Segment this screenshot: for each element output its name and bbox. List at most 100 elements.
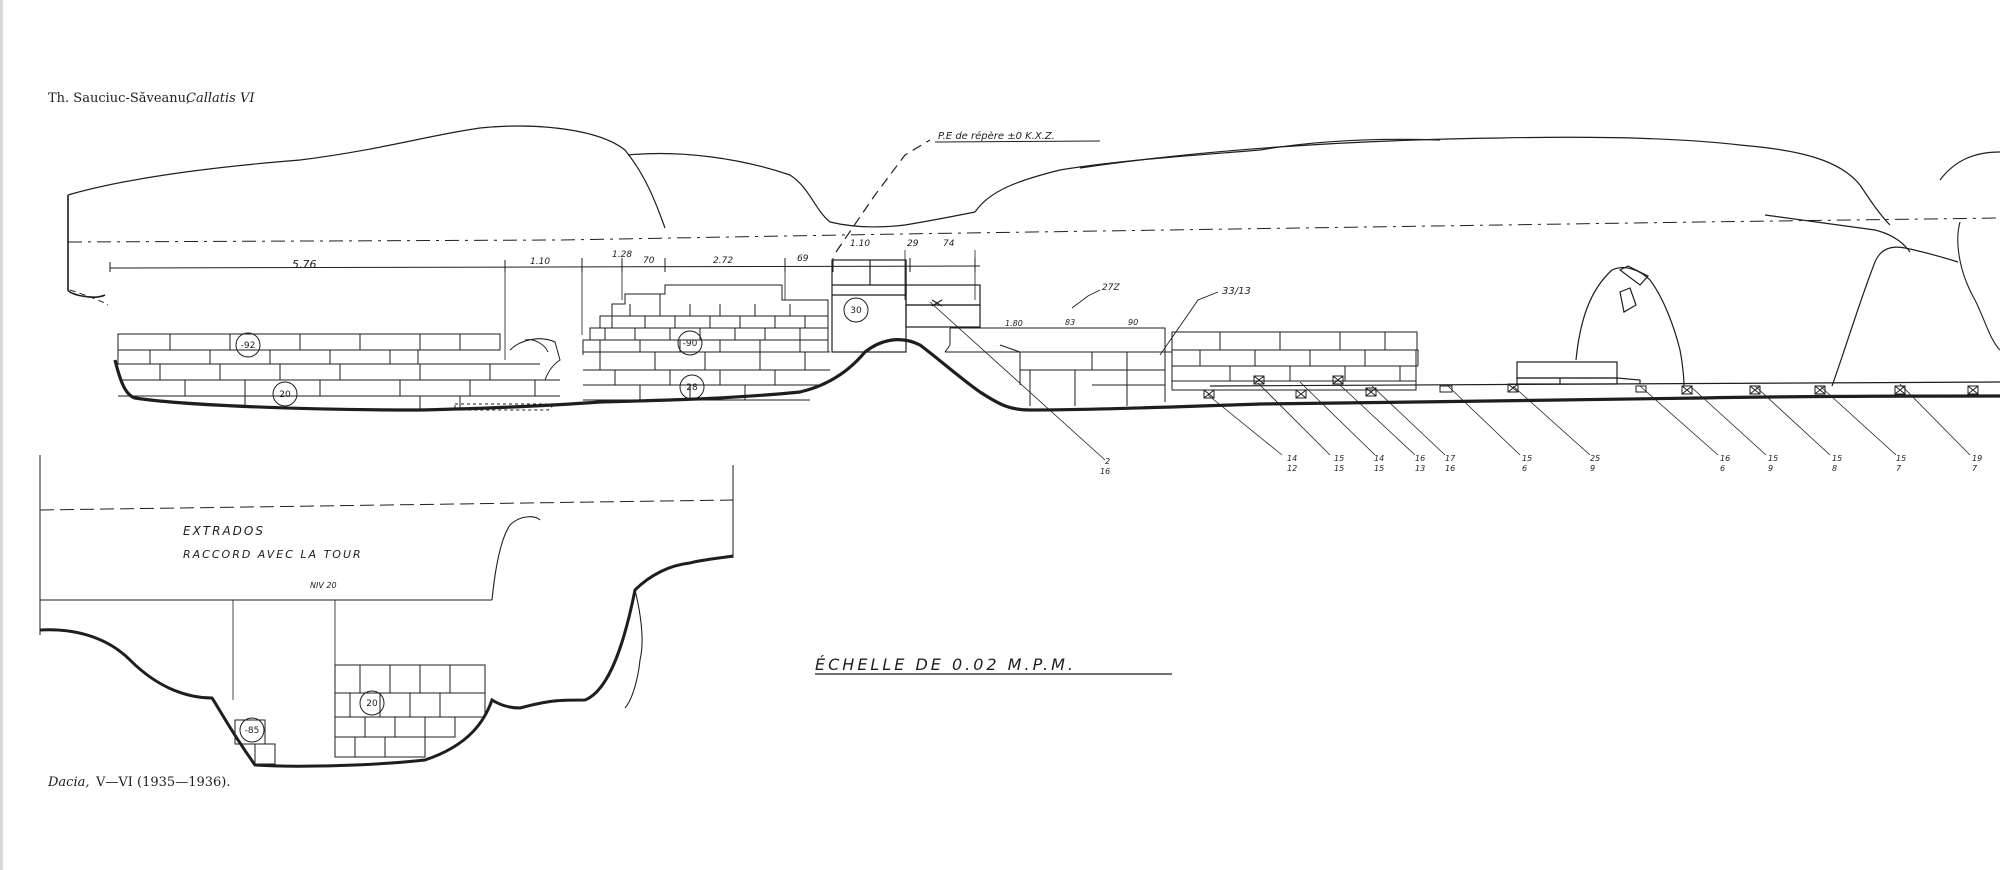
terrain-profile-mound — [974, 138, 1441, 213]
lower-circle-1 — [239, 717, 265, 743]
scale-block: ÉCHELLE DE 0.02 M.P.M. — [815, 655, 1172, 675]
callout-bottom: 15 — [1374, 464, 1384, 473]
callout-top: 15 — [1896, 454, 1906, 463]
callout-bottom: 15 — [1334, 464, 1344, 473]
callout-top: 17 — [1445, 454, 1456, 463]
callout-top: 16 — [1415, 454, 1425, 463]
note-27z: 27Z — [1102, 283, 1120, 293]
dim-label: 74 — [943, 239, 955, 249]
terrain-profile-left — [67, 125, 666, 229]
dimension-line — [109, 265, 981, 269]
header-work: Callatis VI — [186, 91, 255, 106]
level-circle-2 — [272, 381, 298, 407]
dimension-labels: 5.76 1.10 1.28 70 2.72 69 1.10 29 74 1.8… — [292, 239, 1138, 328]
callout-left-top: 2 — [1105, 457, 1110, 466]
callout-bottom: 8 — [1832, 464, 1837, 473]
callout-bottom: 9 — [1768, 464, 1773, 473]
scale-label: ÉCHELLE DE 0.02 M.P.M. — [815, 655, 1076, 674]
lower-ground-right — [624, 589, 643, 709]
level-label: 30 — [850, 306, 862, 316]
callout-bottom: 16 — [1445, 464, 1455, 473]
terrain-profile-right — [1079, 136, 1891, 226]
terrain-profile-far-right — [1939, 151, 2000, 181]
dim-label: 69 — [797, 254, 809, 264]
note-33-leader — [1159, 291, 1219, 356]
callout-bottom: 6 — [1720, 464, 1725, 473]
footing-markers — [1203, 375, 1979, 399]
callout-top: 14 — [1287, 454, 1297, 463]
callout-bottom: 12 — [1287, 464, 1297, 473]
callout-bottom: 7 — [1972, 464, 1978, 473]
reference-leader — [835, 139, 931, 253]
rock-outcrop — [1575, 214, 1959, 387]
callout-bottom: 13 — [1415, 464, 1425, 473]
dim-label: 1.80 — [1005, 319, 1023, 328]
level-circle-3 — [677, 330, 703, 356]
callout-top: 16 — [1720, 454, 1730, 463]
page-edge — [0, 0, 3, 870]
callout-top: 25 — [1590, 454, 1600, 463]
callout-leaders — [929, 301, 1971, 461]
level-label: -90 — [683, 339, 698, 349]
callout-top: 15 — [1334, 454, 1344, 463]
extrados-label: EXTRADOS — [183, 524, 265, 538]
masonry-tower — [831, 259, 981, 353]
level-label: 28 — [686, 383, 698, 393]
dim-label: 90 — [1128, 318, 1138, 327]
dim-label: 83 — [1065, 318, 1075, 327]
terrain-profile-far-right-lower — [1957, 221, 2000, 351]
callout-top: 15 — [1522, 454, 1532, 463]
datum-line — [67, 217, 2000, 243]
callout-top: 15 — [1768, 454, 1778, 463]
callout-top: 14 — [1374, 454, 1384, 463]
section-left-dashed — [69, 289, 109, 306]
lower-circle-label: 20 — [366, 699, 378, 709]
callout-top: 15 — [1832, 454, 1842, 463]
level-circle-1 — [235, 332, 261, 358]
lower-ground — [39, 554, 734, 768]
raccord-label: RACCORD AVEC LA TOUR — [183, 548, 363, 561]
masonry-centre — [582, 284, 830, 401]
level-label: -92 — [241, 341, 256, 351]
lower-terrain — [491, 516, 541, 601]
dim-label: 1.10 — [850, 239, 870, 249]
level-circle-5 — [843, 297, 869, 323]
callout-bottom: 6 — [1522, 464, 1527, 473]
lower-section — [39, 455, 734, 768]
masonry-right — [944, 327, 1419, 406]
dimension-verticals — [504, 250, 976, 360]
reference-annotation: P.E de répère ±0 K.X.Z. — [938, 130, 1055, 142]
footer-journal: Dacia, — [47, 775, 90, 790]
lower-circle-label: -85 — [245, 726, 260, 736]
callout-top: 19 — [1972, 454, 1982, 463]
lower-level-ticks — [232, 600, 336, 700]
masonry-left — [117, 333, 561, 411]
note-27z-leader — [1071, 289, 1101, 309]
section-left-edge — [67, 195, 106, 298]
dim-label: 1.28 — [612, 250, 632, 260]
dim-label: 29 — [907, 239, 919, 249]
footer-volume: V—VI (1935—1936). — [95, 775, 231, 790]
lower-labels: EXTRADOS RACCORD AVEC LA TOUR NIV 20 -85… — [183, 524, 378, 736]
callout-left-bottom: 16 — [1100, 467, 1110, 476]
dim-label: 5.76 — [292, 258, 317, 271]
niv-label: NIV 20 — [310, 581, 337, 590]
slab-block — [1516, 361, 1641, 385]
callout-bottom: 7 — [1896, 464, 1902, 473]
dim-label: 1.10 — [530, 257, 550, 267]
ground-line — [113, 338, 2000, 412]
callout-labels: 2 16 14 12 15 15 14 15 16 13 17 16 15 6 … — [1100, 454, 1982, 476]
header-author: Th. Sauciuc-Săveanu, — [48, 91, 190, 106]
lower-circle-2 — [359, 690, 385, 716]
note-33: 33/13 — [1222, 286, 1251, 297]
lower-datum — [39, 499, 734, 511]
dim-label: 2.72 — [713, 256, 733, 266]
reference-underline — [934, 140, 1101, 143]
level-circle-4 — [679, 374, 705, 400]
dim-label: 70 — [643, 256, 655, 266]
lower-masonry — [234, 664, 486, 765]
upper-section — [67, 125, 2000, 461]
callout-bottom: 9 — [1590, 464, 1595, 473]
level-label: 20 — [279, 390, 291, 400]
